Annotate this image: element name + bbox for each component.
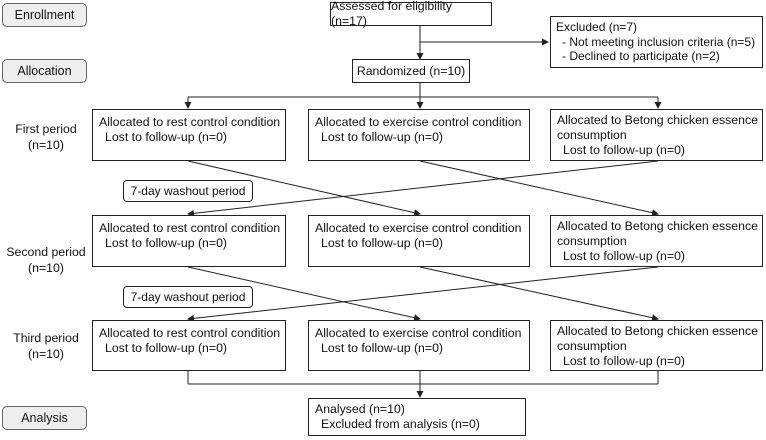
washout-box-2: 7-day washout period — [123, 286, 253, 308]
condition-box-exercise-1: Allocated to exercise control condition … — [308, 109, 530, 161]
stage-allocation-label: Allocation — [17, 63, 72, 78]
condition-box-betong-2: Allocated to Betong chicken essence cons… — [550, 215, 763, 267]
period-count: (n=10) — [28, 138, 64, 152]
condition-followup: Lost to follow-up (n=0) — [321, 130, 444, 144]
condition-box-rest-2: Allocated to rest control condition Lost… — [92, 215, 286, 267]
condition-box-betong-3: Allocated to Betong chicken essence cons… — [550, 320, 763, 371]
condition-followup: Lost to follow-up (n=0) — [105, 130, 228, 144]
stage-allocation: Allocation — [2, 59, 87, 83]
condition-title: Allocated to exercise control condition — [315, 326, 522, 340]
arrow-exercise1-to-betong2 — [419, 160, 659, 217]
period-count: (n=10) — [28, 347, 64, 361]
arrow-exercise2-to-betong3 — [419, 266, 659, 322]
arrow-betong1-to-rest2 — [187, 160, 659, 217]
assessed-text: Assessed for eligibility (n=17) — [331, 0, 452, 28]
period-name: Second period — [6, 245, 86, 259]
stage-enrollment: Enrollment — [2, 3, 87, 27]
assessed-box: Assessed for eligibility (n=17) — [330, 0, 492, 28]
stage-analysis-label: Analysis — [21, 410, 68, 425]
stage-analysis: Analysis — [2, 406, 87, 430]
washout-label: 7-day washout period — [130, 183, 246, 198]
washout-box-1: 7-day washout period — [123, 180, 253, 202]
condition-followup: Lost to follow-up (n=0) — [563, 249, 686, 263]
condition-box-rest-3: Allocated to rest control condition Lost… — [92, 320, 286, 371]
analysis-box: Analysed (n=10) Excluded from analysis (… — [308, 398, 526, 436]
period-label-first: First period (n=10) — [0, 121, 92, 153]
stage-enrollment-label: Enrollment — [14, 7, 75, 22]
condition-title: Allocated to rest control condition — [99, 221, 281, 235]
condition-title: Allocated to rest control condition — [99, 326, 281, 340]
condition-title: Allocated to rest control condition — [99, 115, 281, 129]
period-name: First period — [15, 122, 77, 136]
condition-followup: Lost to follow-up (n=0) — [105, 236, 228, 250]
excluded-item: - Declined to participate (n=2) — [562, 49, 720, 63]
condition-title: Allocated to Betong chicken essence cons… — [557, 219, 758, 248]
condition-followup: Lost to follow-up (n=0) — [321, 341, 444, 355]
condition-box-exercise-2: Allocated to exercise control condition … — [308, 215, 530, 267]
arrow-betong2-to-rest3 — [187, 266, 659, 322]
condition-title: Allocated to Betong chicken essence cons… — [557, 324, 758, 353]
condition-title: Allocated to Betong chicken essence cons… — [557, 113, 758, 142]
excluded-box: Excluded (n=7) - Not meeting inclusion c… — [550, 16, 763, 68]
period-name: Third period — [13, 331, 79, 345]
condition-followup: Lost to follow-up (n=0) — [563, 354, 686, 368]
period-label-second: Second period (n=10) — [0, 244, 92, 276]
condition-box-betong-1: Allocated to Betong chicken essence cons… — [550, 109, 763, 161]
analysis-title: Analysed (n=10) — [315, 402, 405, 416]
condition-title: Allocated to exercise control condition — [315, 221, 522, 235]
condition-box-rest-1: Allocated to rest control condition Lost… — [92, 109, 286, 161]
washout-label: 7-day washout period — [130, 289, 246, 304]
condition-followup: Lost to follow-up (n=0) — [321, 236, 444, 250]
arrow-rest2-to-exercise3 — [187, 266, 421, 322]
randomized-text: Randomized (n=10) — [356, 63, 466, 78]
period-label-third: Third period (n=10) — [0, 330, 92, 362]
condition-box-exercise-3: Allocated to exercise control condition … — [308, 320, 530, 371]
analysis-excluded: Excluded from analysis (n=0) — [321, 417, 480, 431]
condition-followup: Lost to follow-up (n=0) — [563, 143, 686, 157]
excluded-title: Excluded (n=7) — [556, 20, 638, 34]
condition-followup: Lost to follow-up (n=0) — [105, 341, 228, 355]
randomized-box: Randomized (n=10) — [352, 59, 470, 83]
excluded-item: - Not meeting inclusion criteria (n=5) — [562, 34, 756, 49]
period-count: (n=10) — [28, 261, 64, 275]
condition-title: Allocated to exercise control condition — [315, 115, 522, 129]
arrow-rest1-to-exercise2 — [187, 160, 421, 217]
